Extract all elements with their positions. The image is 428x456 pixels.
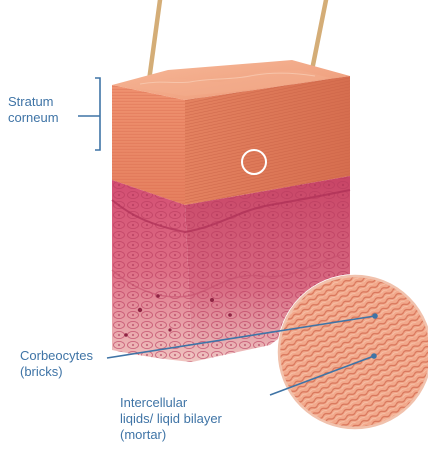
lipids-label: Intercellular liqids/ liqid bilayer (mor… [120, 395, 222, 443]
lipids-line2: liqids/ liqid bilayer [120, 411, 222, 427]
corneocytes-line2: (bricks) [20, 364, 93, 380]
stratum-corneum-line1: Stratum [8, 94, 59, 110]
hair-right [312, 0, 326, 70]
stratum-bracket [95, 78, 100, 150]
lipids-line1: Intercellular [120, 395, 222, 411]
stratum-corneum-line2: corneum [8, 110, 59, 126]
corneocytes-line1: Corbeocytes [20, 348, 93, 364]
lipids-line3: (mortar) [120, 427, 222, 443]
stratum-corneum-label: Stratum corneum [8, 94, 59, 126]
corneocytes-label: Corbeocytes (bricks) [20, 348, 93, 380]
